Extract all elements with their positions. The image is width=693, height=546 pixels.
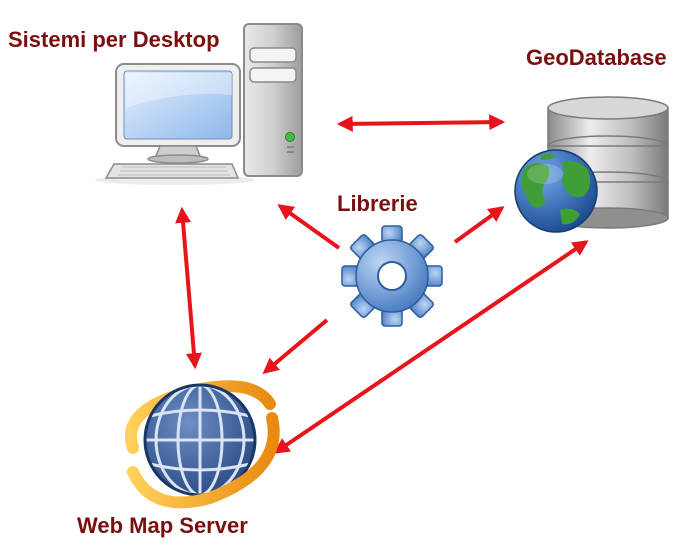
webmap-label: Web Map Server [77,513,248,538]
desktop-computer-icon [95,23,303,185]
arrow-desktop-geodatabase [336,114,506,132]
libraries-label: Librerie [337,191,418,216]
geodatabase-label: GeoDatabase [526,45,667,70]
connector-arrows [175,114,589,454]
arrow-desktop-webmap [175,206,202,370]
arrow-libraries-webmap [262,318,329,375]
arrow-geodatabase-webmap [273,240,589,454]
arrow-libraries-geodatabase [453,206,505,244]
arrow-libraries-desktop [277,204,341,250]
database-globe-icon [514,96,669,233]
globe-orbit-icon [125,380,280,509]
gear-icon [341,225,443,327]
desktop-label: Sistemi per Desktop [8,27,220,52]
